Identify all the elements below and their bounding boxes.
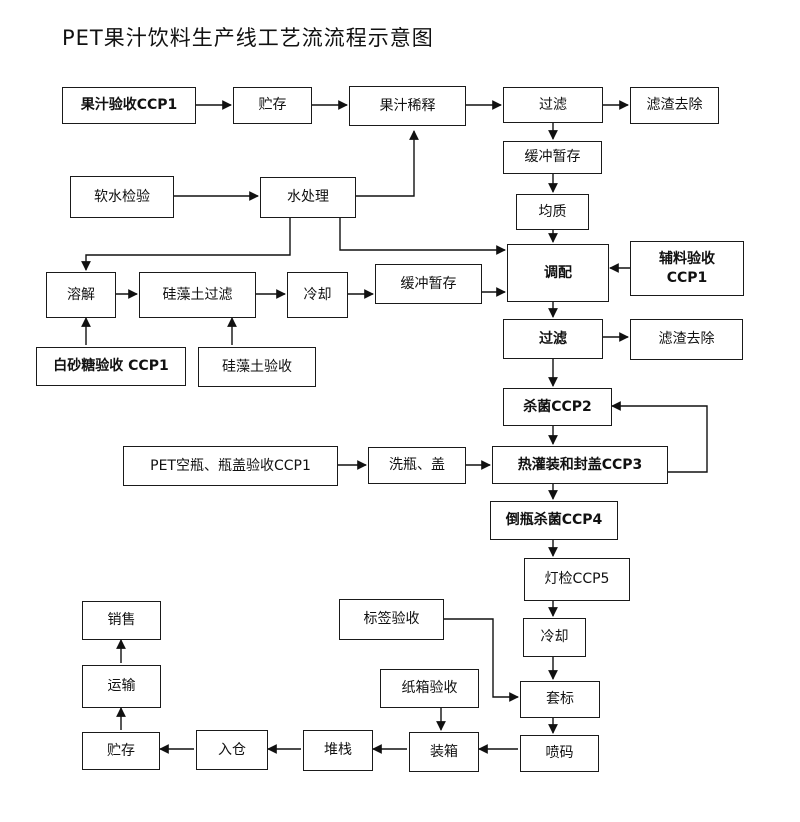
- filter-2-box: 过滤: [503, 319, 603, 359]
- label-sleeving-box: 套标: [520, 681, 600, 718]
- residue-removal-2-box: 滤渣去除: [630, 319, 743, 360]
- water-treatment-box: 水处理: [260, 177, 356, 218]
- edge-water-dilute: [356, 130, 419, 197]
- transport-box: 运输: [82, 665, 161, 708]
- filter-box: 过滤: [503, 87, 603, 123]
- pet-bottle-inspection-box: PET空瓶、瓶盖验收CCP1: [123, 446, 338, 486]
- bottle-washing-box: 洗瓶、盖: [368, 447, 466, 484]
- auxiliary-inspection-line1: 辅料验收: [659, 250, 715, 267]
- edge-water-dissolve: [81, 218, 291, 271]
- auxiliary-inspection-box: 辅料验收 CCP1: [630, 241, 744, 296]
- buffer-storage-box: 缓冲暂存: [503, 141, 602, 174]
- storage-box: 贮存: [233, 87, 312, 124]
- edge-hotfill-sterilize: [611, 401, 708, 473]
- diatomite-filter-box: 硅藻土过滤: [139, 272, 256, 318]
- edge-label-sleeve: [444, 618, 519, 702]
- homogenize-box: 均质: [516, 194, 589, 230]
- stacking-box: 堆栈: [303, 730, 373, 771]
- residue-removal-box: 滤渣去除: [630, 87, 719, 124]
- light-inspection-box: 灯检CCP5: [524, 558, 630, 601]
- packing-box: 装箱: [409, 732, 479, 772]
- sterilization-box: 杀菌CCP2: [503, 388, 612, 426]
- cooling-box: 冷却: [287, 272, 348, 318]
- coding-box: 喷码: [520, 735, 599, 772]
- cooling-2-box: 冷却: [523, 618, 586, 657]
- soft-water-inspection-box: 软水检验: [70, 176, 174, 218]
- hot-fill-capping-box: 热灌装和封盖CCP3: [492, 446, 668, 484]
- sugar-inspection-box: 白砂糖验收 CCP1: [36, 347, 186, 386]
- diatomite-inspection-box: 硅藻土验收: [198, 347, 316, 387]
- label-inspection-box: 标签验收: [339, 599, 444, 640]
- warehouse-box: 入仓: [196, 730, 268, 770]
- buffer-storage-2-box: 缓冲暂存: [375, 264, 482, 304]
- storage-2-box: 贮存: [82, 732, 160, 770]
- blending-box: 调配: [507, 244, 609, 302]
- diagram-title: PET果汁饮料生产线工艺流流程示意图: [62, 26, 434, 50]
- inverted-sterilization-box: 倒瓶杀菌CCP4: [490, 501, 618, 540]
- edge-water-blend: [339, 218, 506, 255]
- carton-inspection-box: 纸箱验收: [380, 669, 479, 708]
- sales-box: 销售: [82, 601, 161, 640]
- juice-dilution-box: 果汁稀释: [349, 86, 466, 126]
- dissolve-box: 溶解: [46, 272, 116, 318]
- auxiliary-inspection-line2: CCP1: [666, 269, 708, 286]
- juice-inspection-box: 果汁验收CCP1: [62, 87, 196, 124]
